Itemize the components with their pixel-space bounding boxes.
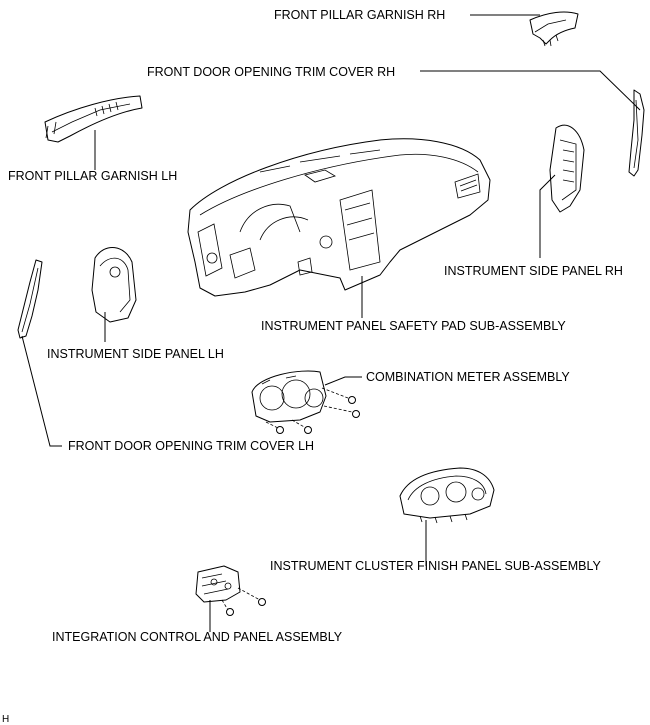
label-front-door-opening-trim-cover-lh: FRONT DOOR OPENING TRIM COVER LH [68,439,314,453]
instrument-panel-safety-pad-part [187,138,491,297]
label-front-pillar-garnish-rh: FRONT PILLAR GARNISH RH [274,8,445,22]
front-pillar-garnish-lh-part [44,95,143,143]
front-door-opening-trim-cover-rh-part [628,89,645,177]
label-front-door-opening-trim-cover-rh: FRONT DOOR OPENING TRIM COVER RH [147,65,395,79]
corner-mark: H [2,714,9,725]
instrument-cluster-finish-panel-part [399,467,495,524]
leader-lines [21,14,641,632]
label-instrument-panel-safety-pad: INSTRUMENT PANEL SAFETY PAD SUB-ASSEMBLY [261,319,566,333]
label-front-pillar-garnish-lh: FRONT PILLAR GARNISH LH [8,169,177,183]
label-instrument-side-panel-lh: INSTRUMENT SIDE PANEL LH [47,347,224,361]
label-instrument-cluster-finish-panel: INSTRUMENT CLUSTER FINISH PANEL SUB-ASSE… [270,559,602,573]
integration-control-panel-part [195,565,266,616]
instrument-side-panel-lh-part [91,247,137,323]
combination-meter-assembly-part [251,370,360,434]
instrument-side-panel-rh-part [549,124,585,213]
label-integration-control-panel: INTEGRATION CONTROL AND PANEL ASSEMBLY [52,630,343,644]
front-door-opening-trim-cover-lh-part [17,259,43,339]
label-instrument-side-panel-rh: INSTRUMENT SIDE PANEL RH [444,264,623,278]
label-combination-meter-assembly: COMBINATION METER ASSEMBLY [366,370,570,384]
front-pillar-garnish-rh-part [529,11,579,47]
